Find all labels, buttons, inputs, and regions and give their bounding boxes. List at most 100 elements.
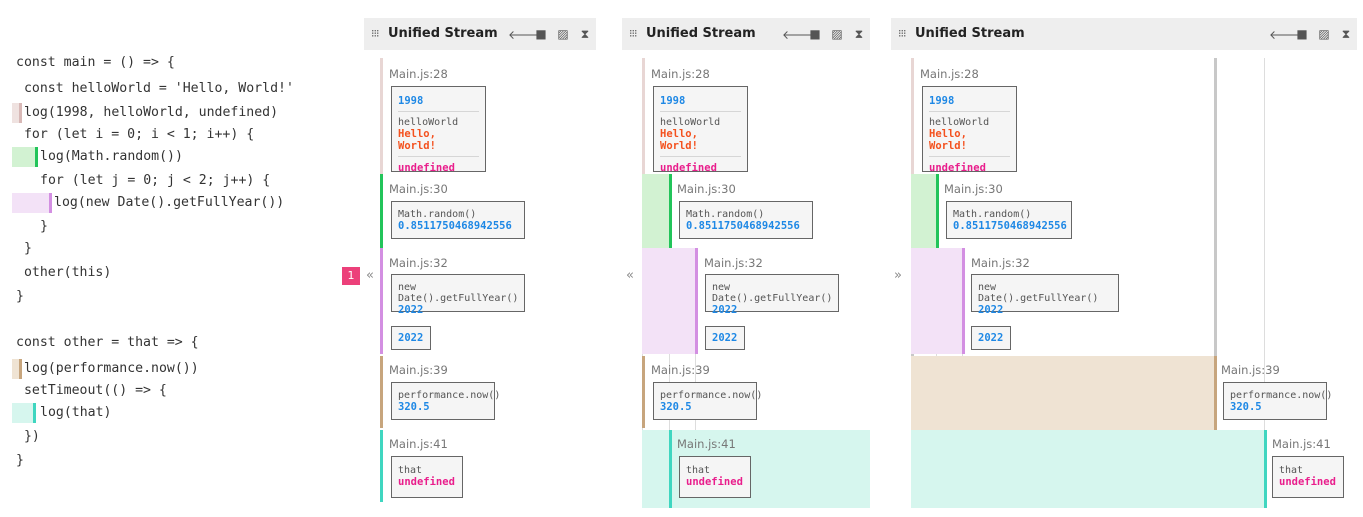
code-line: } xyxy=(16,289,24,304)
section-marker-30 xyxy=(936,174,939,248)
panel-title: Unified Stream xyxy=(646,26,756,41)
indent-guide xyxy=(1264,58,1265,508)
log-entry-card[interactable]: Math.random() 0.8511750468942556 xyxy=(679,201,813,239)
log-entry-card[interactable]: that undefined xyxy=(679,456,751,498)
log-name: helloWorld xyxy=(398,117,459,128)
log-value: undefined xyxy=(398,162,455,174)
collapse-chevron-icon[interactable]: « xyxy=(626,268,634,283)
source-location[interactable]: Main.js:30 xyxy=(677,182,736,196)
log-value: 320.5 xyxy=(660,401,692,413)
code-editor[interactable]: const main = () => { const helloWorld = … xyxy=(0,0,340,517)
expand-chevron-icon[interactable]: » xyxy=(894,268,902,283)
source-location[interactable]: Main.js:30 xyxy=(944,182,1003,196)
stream-panel-1: ⁝⁝⁝ Unified Stream 🡐 ■ ▨ ⧗ Main.js:28 19… xyxy=(364,18,596,508)
indent-guide xyxy=(1214,58,1217,508)
log-value: undefined xyxy=(660,162,717,174)
log-value: undefined xyxy=(929,162,986,174)
log-entry-card[interactable]: new Date().getFullYear() 2022 xyxy=(391,274,525,316)
log-entry-card[interactable]: 1998 helloWorld Hello, World! undefined xyxy=(653,86,748,174)
line-highlight-log2 xyxy=(12,147,38,167)
stop-square-icon[interactable]: ■ xyxy=(809,27,821,41)
log-entry-card[interactable]: performance.now() 320.5 xyxy=(1223,382,1332,420)
stream-panel-3: ⁝⁝⁝ Unified Stream 🡐 ■ ▨ ⧗ Main.js:28 19… xyxy=(891,18,1357,508)
code-line: const other = that => { xyxy=(16,335,199,350)
stop-square-icon[interactable]: ■ xyxy=(535,27,547,41)
back-arrow-icon[interactable]: 🡐 xyxy=(508,27,541,42)
code-line: for (let i = 0; i < 1; i++) { xyxy=(16,127,255,142)
source-location[interactable]: Main.js:41 xyxy=(677,437,736,451)
log-entry-card[interactable]: new Date().getFullYear() 2022 xyxy=(971,274,1119,316)
source-location[interactable]: Main.js:41 xyxy=(1272,437,1331,451)
code-line: }) xyxy=(16,429,40,444)
log-entry-card[interactable]: 2022 xyxy=(391,326,431,350)
section-band-30 xyxy=(911,174,936,248)
log-entry-card[interactable]: performance.now() 320.5 xyxy=(391,382,500,420)
log-entry-card[interactable]: Math.random() 0.8511750468942556 xyxy=(391,201,525,239)
code-line: } xyxy=(16,453,24,468)
source-location[interactable]: Main.js:28 xyxy=(389,67,448,81)
log-entry-card[interactable]: new Date().getFullYear() 2022 xyxy=(705,274,839,316)
section-marker-30 xyxy=(669,174,672,248)
section-band-32 xyxy=(642,248,695,354)
code-line: log(1998, helloWorld, undefined) xyxy=(24,105,279,120)
code-line: const helloWorld = 'Hello, World!' xyxy=(16,81,294,96)
section-marker-41 xyxy=(669,430,672,508)
hourglass-icon[interactable]: ⧗ xyxy=(1341,26,1351,41)
line-highlight-log4 xyxy=(12,359,22,379)
log-value: 0.8511750468942556 xyxy=(686,220,800,232)
log-entry-card[interactable]: that undefined xyxy=(391,456,463,498)
section-marker-32 xyxy=(380,248,383,354)
code-line: log(Math.random()) xyxy=(40,149,183,164)
drag-grip-icon[interactable]: ⁝⁝⁝ xyxy=(898,27,906,40)
code-line: const main = () => { xyxy=(16,55,175,70)
source-location[interactable]: Main.js:32 xyxy=(389,256,448,270)
collapse-icon[interactable]: ▨ xyxy=(831,27,843,41)
log-entry-card[interactable]: 2022 xyxy=(971,326,1011,350)
source-location[interactable]: Main.js:41 xyxy=(389,437,448,451)
step-badge[interactable]: 1 xyxy=(342,267,360,285)
source-location[interactable]: Main.js:32 xyxy=(971,256,1030,270)
log-entry-card[interactable]: 1998 helloWorld Hello, World! undefined xyxy=(391,86,486,174)
collapse-chevron-icon[interactable]: « xyxy=(366,268,374,283)
section-band-30 xyxy=(642,174,669,248)
back-arrow-icon[interactable]: 🡐 xyxy=(1269,27,1302,42)
code-line: log(performance.now()) xyxy=(24,361,199,376)
log-value: undefined xyxy=(1279,476,1336,488)
log-entry-card[interactable]: 1998 helloWorld Hello, World! undefined xyxy=(922,86,1017,174)
log-entry-card[interactable]: 2022 xyxy=(705,326,745,350)
collapse-icon[interactable]: ▨ xyxy=(1318,27,1330,41)
source-location[interactable]: Main.js:39 xyxy=(389,363,448,377)
collapse-icon[interactable]: ▨ xyxy=(557,27,569,41)
log-value: 1998 xyxy=(929,95,955,107)
log-value: undefined xyxy=(686,476,743,488)
code-line: log(new Date().getFullYear()) xyxy=(54,195,285,210)
log-name: new Date().getFullYear() xyxy=(712,282,833,304)
source-location[interactable]: Main.js:32 xyxy=(704,256,763,270)
source-location[interactable]: Main.js:30 xyxy=(389,182,448,196)
log-entry-card[interactable]: that undefined xyxy=(1272,456,1344,498)
log-name: that xyxy=(686,465,711,476)
log-entry-card[interactable]: Math.random() 0.8511750468942556 xyxy=(946,201,1072,239)
source-location[interactable]: Main.js:39 xyxy=(1221,363,1280,377)
source-location[interactable]: Main.js:28 xyxy=(920,67,979,81)
log-name: helloWorld xyxy=(929,117,990,128)
log-value: 320.5 xyxy=(398,401,430,413)
log-value: 2022 xyxy=(712,332,738,344)
log-value: Hello, World! xyxy=(398,128,436,152)
code-line: log(that) xyxy=(40,405,112,420)
source-location[interactable]: Main.js:39 xyxy=(651,363,710,377)
code-line: setTimeout(() => { xyxy=(16,383,167,398)
drag-grip-icon[interactable]: ⁝⁝⁝ xyxy=(371,27,379,40)
log-entry-card[interactable]: performance.now() 320.5 xyxy=(653,382,762,420)
source-location[interactable]: Main.js:28 xyxy=(651,67,710,81)
section-marker-39 xyxy=(642,356,645,428)
panel-title: Unified Stream xyxy=(388,26,498,41)
code-line: } xyxy=(40,219,48,234)
drag-grip-icon[interactable]: ⁝⁝⁝ xyxy=(629,27,637,40)
hourglass-icon[interactable]: ⧗ xyxy=(580,26,590,41)
section-marker-28 xyxy=(380,58,383,176)
section-marker-39 xyxy=(380,356,383,428)
stop-square-icon[interactable]: ■ xyxy=(1296,27,1308,41)
back-arrow-icon[interactable]: 🡐 xyxy=(782,27,815,42)
hourglass-icon[interactable]: ⧗ xyxy=(854,26,864,41)
